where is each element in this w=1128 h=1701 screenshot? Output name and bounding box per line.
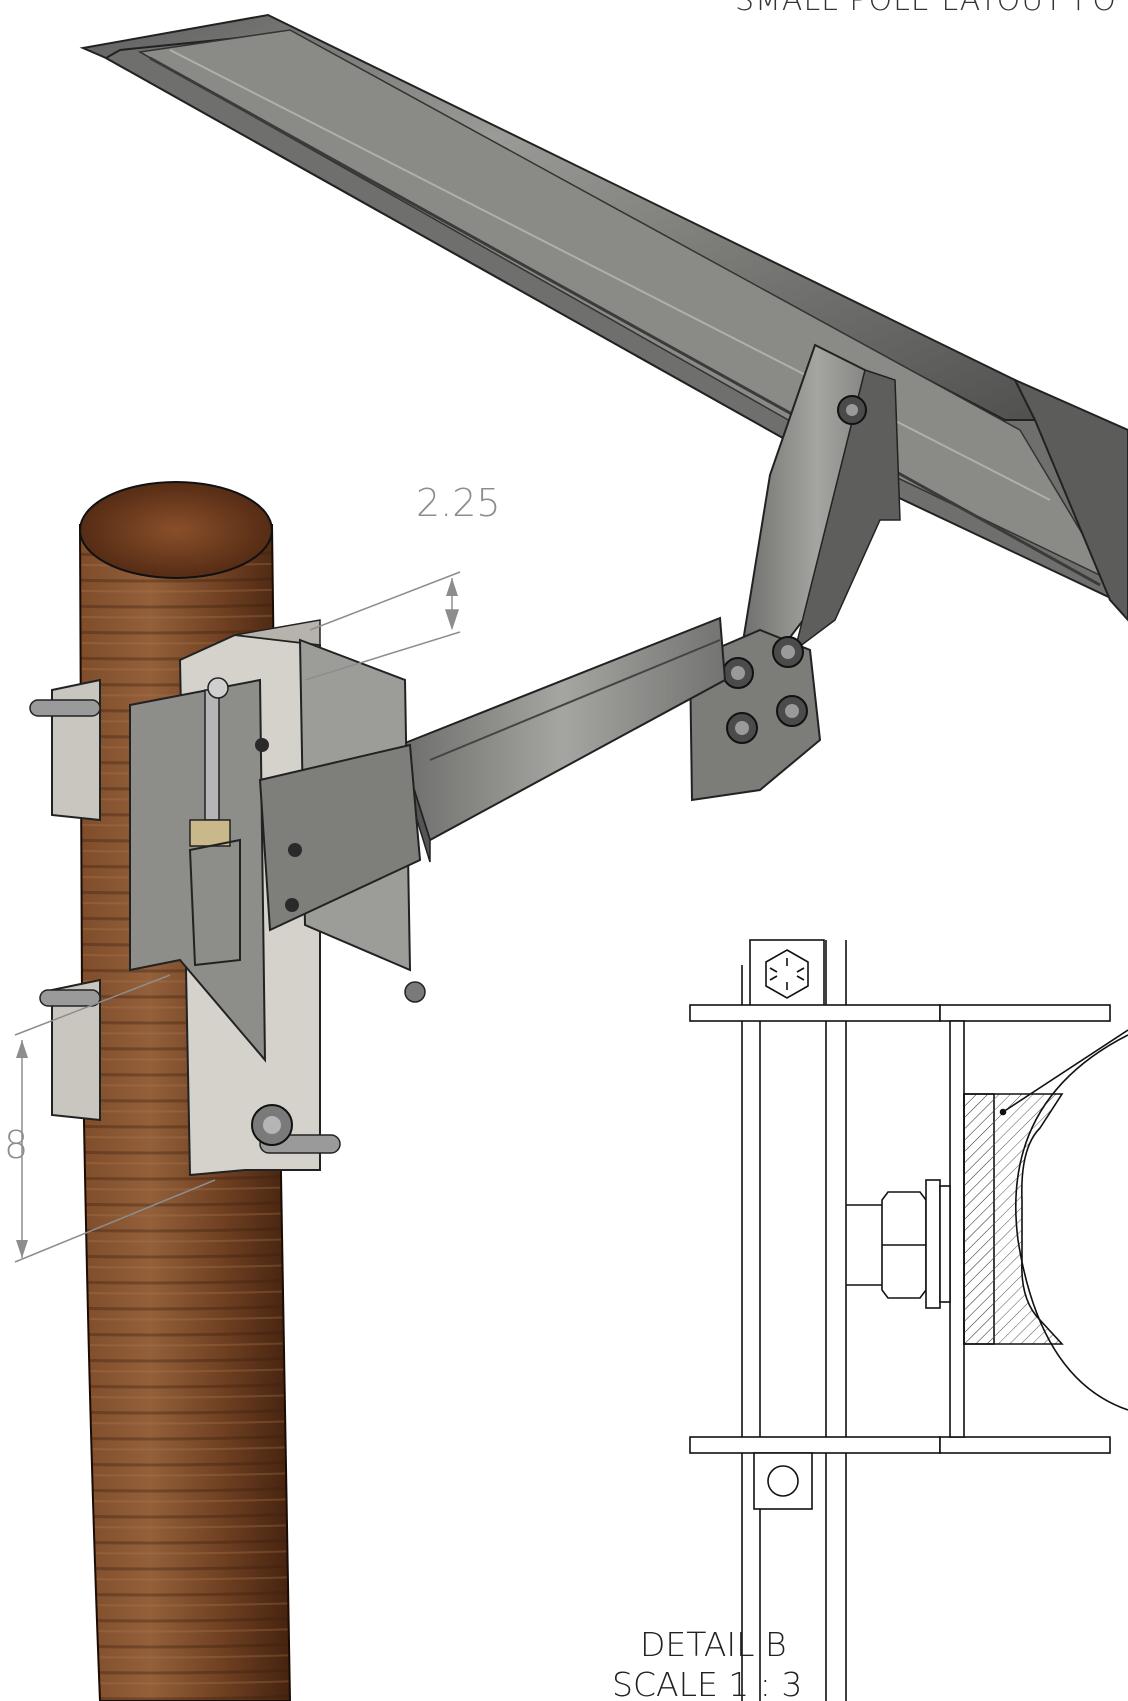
dimension-label-left: 8 <box>4 1123 29 1167</box>
crossarm-end-bevel <box>1012 377 1128 622</box>
arm <box>398 616 727 863</box>
sheet-title: SMALL POLE LAYOUT FO <box>735 0 1117 18</box>
crossarm-channel <box>137 29 1112 582</box>
detail-scale: SCALE 1 : 3 <box>612 1665 803 1701</box>
mount-plate <box>129 638 426 1063</box>
dimension-lines <box>14 571 461 1263</box>
detail-name: DETAIL B <box>640 1625 787 1664</box>
detail-b <box>689 939 1128 1701</box>
hex-bolt-icon <box>722 395 867 744</box>
hex-bolt-icon <box>765 949 809 999</box>
brace <box>688 343 901 802</box>
dimension-label-top: 2.25 <box>416 481 501 525</box>
